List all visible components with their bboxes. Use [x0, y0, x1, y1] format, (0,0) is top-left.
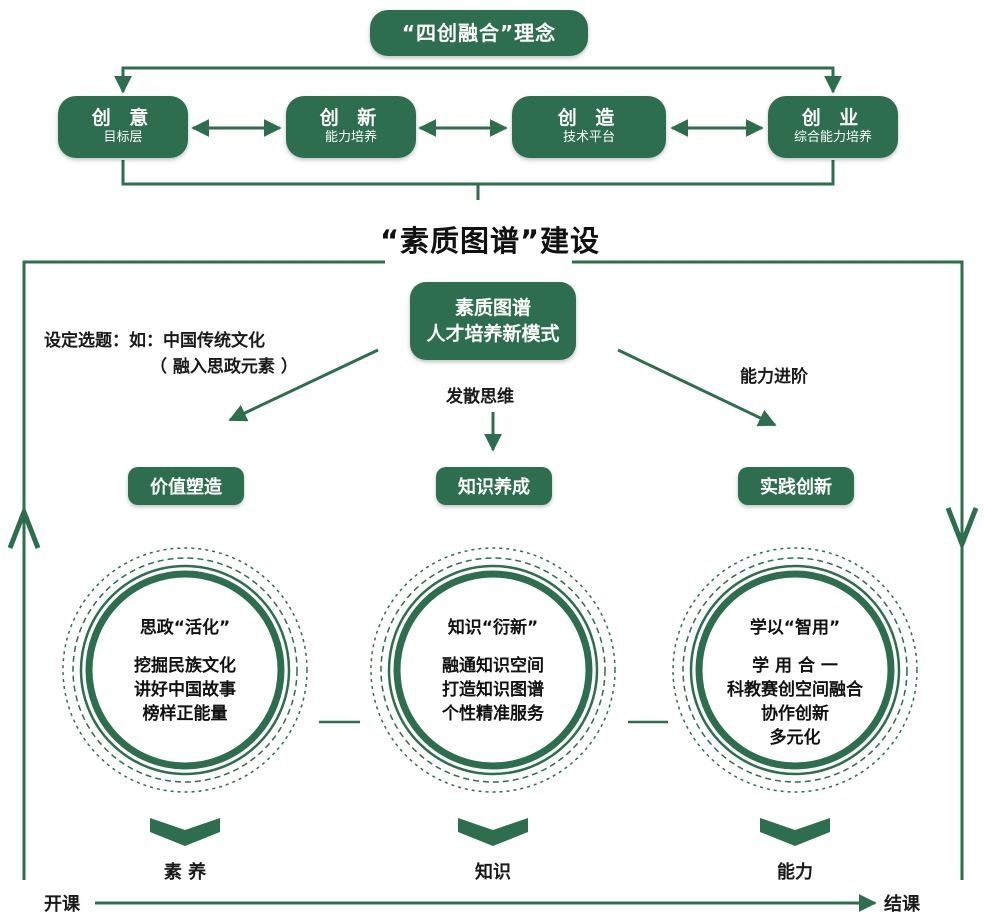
stage-1-name: 创 意 — [91, 107, 155, 129]
pillar-3-item: 学 用 合 一 — [752, 656, 838, 676]
pillar-box-2: 知识养成 — [436, 467, 552, 505]
stage-box-4: 创 业 综合能力培养 — [768, 96, 898, 158]
timeline-end-label: 结课 — [884, 894, 920, 915]
pillar-1-item: 讲好中国故事 — [134, 680, 236, 700]
pillar-1-item: 挖掘民族文化 — [134, 656, 236, 676]
divergent-label: 发散思维 — [446, 387, 514, 407]
core-line-1: 素质图谱 — [454, 297, 531, 319]
timeline-start-label: 开课 — [44, 894, 80, 915]
stage-2-sub: 能力培养 — [324, 130, 377, 145]
stage-box-3: 创 造 技术平台 — [512, 96, 666, 158]
pillar-2-item: 打造知识图谱 — [442, 680, 544, 700]
pillar-1-heading: 思政“活化” — [139, 618, 231, 638]
section-title: “素质图谱”建设 — [379, 224, 601, 258]
topic-label-line-1: 设定选题：如：中国传统文化 — [44, 331, 265, 351]
pillar-3-item: 科教赛创空间融合 — [727, 680, 863, 700]
pillar-2-name: 知识养成 — [458, 477, 530, 498]
stage-3-sub: 技术平台 — [562, 130, 615, 145]
circle-ring-2 — [370, 547, 616, 793]
pillar-box-3: 实践创新 — [738, 467, 854, 505]
pillar-2-content: 知识“衍新” 融通知识空间 打造知识图谱 个性精准服务 — [403, 616, 583, 726]
pillar-1-content: 思政“活化” 挖掘民族文化 讲好中国故事 榜样正能量 — [95, 616, 275, 726]
pillar-1-name: 价值塑造 — [150, 477, 222, 498]
pillar-3-content: 学以“智用” 学 用 合 一 科教赛创空间融合 协作创新 多元化 — [700, 616, 890, 750]
stage-3-name: 创 造 — [557, 107, 621, 129]
pillar-2-item: 融通知识空间 — [442, 656, 544, 676]
circle-ring-3 — [672, 547, 918, 793]
outcome-3-label: 能力 — [777, 862, 813, 883]
topic-label-line-2: （ 融入思政元素 ） — [150, 357, 298, 377]
stage-2-name: 创 新 — [319, 107, 383, 129]
outcome-1-label: 素 养 — [163, 862, 207, 883]
pillar-3-item: 协作创新 — [761, 704, 829, 724]
stage-4-name: 创 业 — [801, 107, 865, 129]
pillar-2-heading: 知识“衍新” — [447, 618, 539, 638]
advance-label: 能力进阶 — [740, 367, 808, 387]
stage-box-2: 创 新 能力培养 — [286, 96, 416, 158]
pillar-3-name: 实践创新 — [760, 477, 832, 498]
circle-ring-1 — [62, 547, 308, 793]
stage-box-1: 创 意 目标层 — [58, 96, 188, 158]
pillar-1-item: 榜样正能量 — [142, 704, 228, 724]
stage-4-sub: 综合能力培养 — [793, 130, 872, 145]
core-line-2: 人才培养新模式 — [426, 323, 560, 345]
pillar-3-heading: 学以“智用” — [749, 618, 841, 638]
concept-box: “四创融合”理念 — [370, 10, 588, 56]
outcome-2-label: 知识 — [475, 862, 511, 883]
pillar-3-item: 多元化 — [769, 728, 821, 748]
pillar-box-1: 价值塑造 — [128, 467, 244, 505]
core-box: 素质图谱 人才培养新模式 — [410, 282, 576, 360]
pillar-2-item: 个性精准服务 — [442, 704, 544, 724]
concept-title: “四创融合”理念 — [401, 21, 557, 45]
stage-1-sub: 目标层 — [103, 130, 143, 145]
